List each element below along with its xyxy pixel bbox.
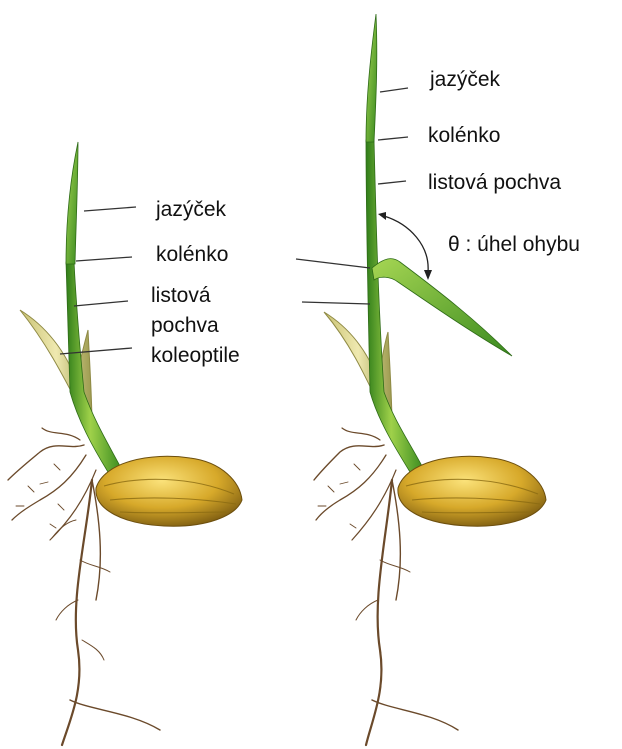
left-stem (66, 262, 120, 472)
right-grain (398, 456, 546, 526)
right-bent-leaf (372, 259, 512, 356)
right-label-sheath: listová pochva (428, 171, 561, 195)
arc-arrowhead-icon (424, 270, 432, 280)
left-label-coleoptile: koleoptile (151, 344, 240, 368)
right-label-bend-angle: θ : úhel ohybu (448, 233, 580, 257)
left-label-sheath-line2: pochva (151, 314, 219, 338)
left-label-node: kolénko (156, 243, 228, 267)
right-seedling (296, 14, 546, 745)
left-seedling (8, 142, 242, 745)
left-label-sheath-line1: listová (151, 284, 211, 308)
left-label-ligule: jazýček (156, 198, 226, 222)
left-grain (96, 456, 242, 526)
right-label-node: kolénko (428, 124, 500, 148)
left-leaf-blade (66, 142, 78, 264)
right-stem (366, 140, 422, 472)
right-label-ligule: jazýček (430, 68, 500, 92)
right-leaf-blade (366, 14, 377, 142)
arc-arrowhead-top-icon (378, 212, 386, 220)
